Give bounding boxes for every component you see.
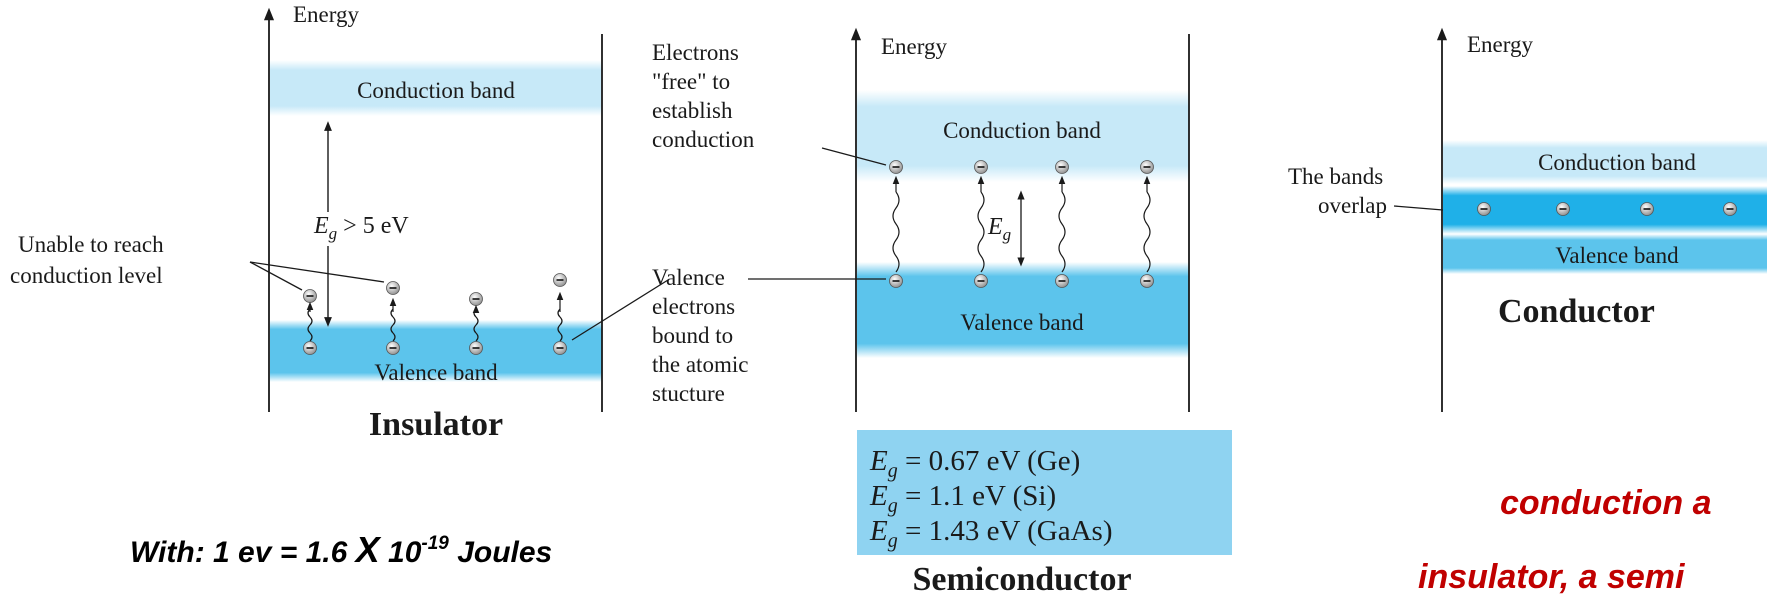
conductor-axis-label: Energy <box>1467 32 1534 57</box>
electron <box>1476 201 1492 217</box>
electron <box>1555 201 1571 217</box>
conductor-overlap-line2: overlap <box>1318 193 1387 218</box>
conductor-panel: Energy Conduction band Valence band The … <box>1288 27 1767 412</box>
electron <box>385 280 401 296</box>
semiconductor-gap-values: Eg = 0.67 eV (Ge) Eg = 1.1 eV (Si) Eg = … <box>869 445 1112 552</box>
insulator-conduction-label: Conduction band <box>357 78 515 103</box>
conductor-overlap-line1: The bands <box>1288 164 1383 189</box>
semiconductor-valence-note: Valence electrons bound to the atomic st… <box>652 265 754 406</box>
gap-value-gaas: Eg = 1.43 eV (GaAs) <box>869 515 1112 552</box>
electron <box>973 273 989 289</box>
semiconductor-axis-label: Energy <box>881 34 948 59</box>
semiconductor-conduction-label: Conduction band <box>943 118 1101 143</box>
semiconductor-gap-values-box <box>857 430 1232 555</box>
conductor-conduction-band <box>1443 140 1767 184</box>
insulator-annotation-line2: conduction level <box>10 263 163 288</box>
electron <box>973 159 989 175</box>
gap-value-ge: Eg = 0.67 eV (Ge) <box>869 445 1080 482</box>
semiconductor-conduction-band <box>857 90 1189 182</box>
insulator-axis-label: Energy <box>293 2 360 27</box>
electron <box>385 340 401 356</box>
electron <box>468 291 484 307</box>
insulator-valence-label: Valence band <box>374 360 498 385</box>
electron <box>302 288 318 304</box>
cutoff-red-text-line2: insulator, a semi <box>1418 558 1686 596</box>
semiconductor-valence-band <box>857 262 1189 358</box>
electron <box>1054 159 1070 175</box>
gap-value-si: Eg = 1.1 eV (Si) <box>869 480 1056 517</box>
semiconductor-valence-label: Valence band <box>960 310 1084 335</box>
insulator-conduction-band <box>270 60 602 116</box>
conductor-valence-band <box>1443 234 1767 274</box>
electron <box>552 340 568 356</box>
semiconductor-electrons <box>888 159 1155 289</box>
insulator-electrons <box>302 272 568 356</box>
electron <box>1639 201 1655 217</box>
semiconductor-free-note: Electrons "free" to establish conduction <box>652 40 755 152</box>
conductor-caption: Conductor <box>1498 293 1655 330</box>
electron <box>1054 273 1070 289</box>
insulator-gap-label: Eg > 5 eV <box>313 213 409 243</box>
conductor-overlap-band <box>1443 186 1767 234</box>
insulator-caption: Insulator <box>369 406 503 443</box>
cutoff-red-text-line1: conduction a <box>1500 484 1712 522</box>
joules-conversion-note: With: 1 ev = 1.6 X 10-19 Joules <box>130 529 552 570</box>
electron <box>1139 159 1155 175</box>
electron <box>1139 273 1155 289</box>
semiconductor-caption: Semiconductor <box>912 561 1131 598</box>
conductor-conduction-label: Conduction band <box>1538 150 1696 175</box>
insulator-annotation-line1: Unable to reach <box>18 232 164 257</box>
electron <box>552 272 568 288</box>
electron <box>888 273 904 289</box>
insulator-panel: Energy Conduction band Valence band Eg >… <box>10 2 669 443</box>
semiconductor-panel: Energy Conduction band Valence band Elec… <box>652 27 1232 598</box>
electron <box>888 159 904 175</box>
semiconductor-gap-label: Eg <box>987 214 1011 244</box>
electron <box>1722 201 1738 217</box>
insulator-valence-band <box>270 320 602 382</box>
electron <box>302 340 318 356</box>
electron <box>468 340 484 356</box>
conductor-valence-label: Valence band <box>1555 243 1679 268</box>
